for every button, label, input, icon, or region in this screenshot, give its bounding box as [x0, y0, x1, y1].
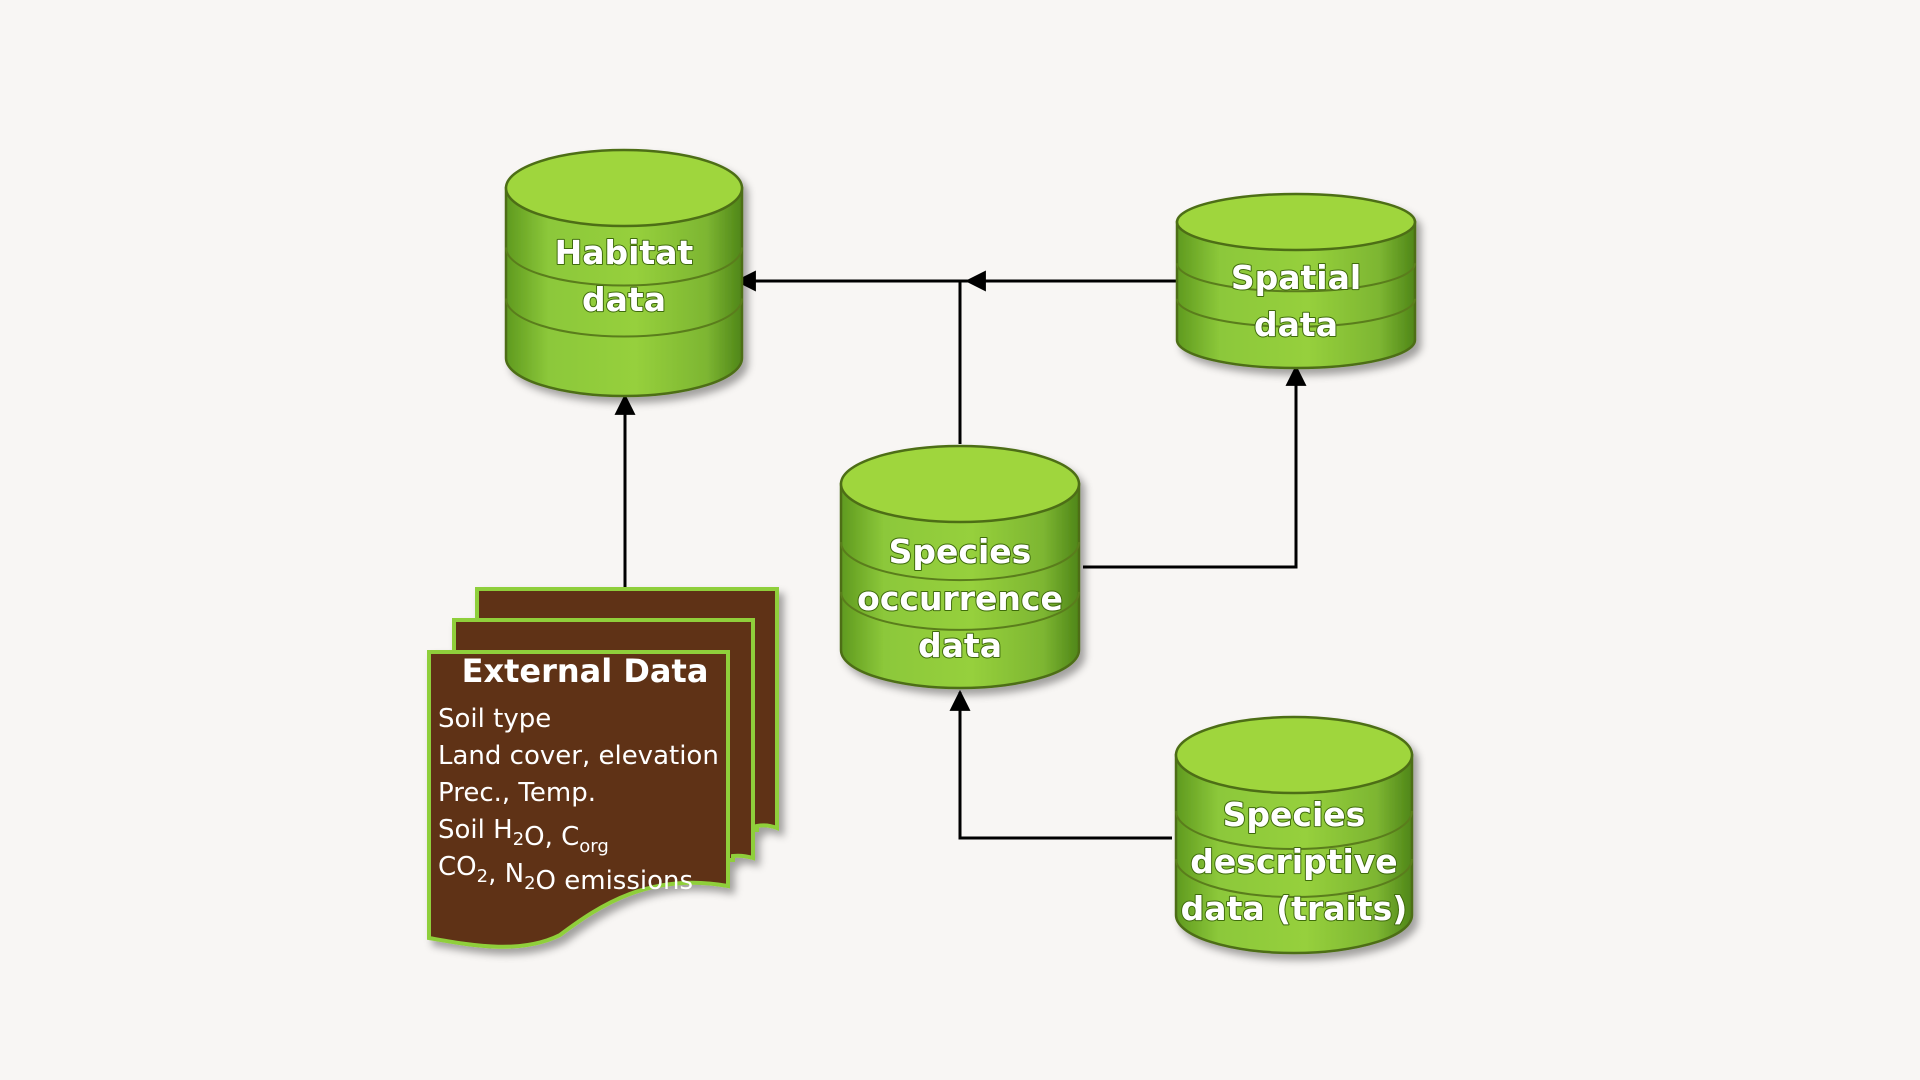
external-data-item: Soil type — [438, 704, 551, 734]
database-label-line: data — [918, 626, 1002, 665]
connectors — [614, 270, 1307, 840]
cylinder-band — [1175, 810, 1413, 850]
cylinder-body — [1175, 220, 1417, 370]
external-data-document-stack — [427, 587, 779, 949]
database-label-line: Spatial — [1231, 258, 1361, 297]
database-occurrence-label: Species occurrence data — [857, 532, 1063, 665]
external-data-item: Soil H2O, Corg — [438, 815, 609, 857]
cylinder-top — [504, 148, 744, 228]
database-label-line: data (traits) — [1181, 889, 1408, 928]
cylinder-band — [505, 298, 743, 338]
external-data-item: Land cover, elevation — [438, 741, 719, 771]
document-page-front — [427, 650, 730, 949]
arrow-occurrence-to-spatial — [1083, 364, 1307, 569]
database-label-line: Species — [889, 532, 1032, 571]
database-cylinders — [504, 148, 1417, 955]
cylinder-top — [1175, 192, 1417, 252]
database-label-line: descriptive — [1190, 842, 1397, 881]
external-data-item: Prec., Temp. — [438, 778, 596, 808]
cylinder-band — [1176, 298, 1416, 328]
cylinder-top — [1174, 715, 1414, 795]
cylinder-body — [1174, 753, 1414, 955]
cylinder-body — [504, 186, 744, 398]
cylinder-band — [840, 591, 1080, 631]
database-spatial-label: Spatial data — [1231, 258, 1361, 344]
cylinder-top — [839, 444, 1081, 524]
cylinder-band — [840, 542, 1080, 582]
database-label-line: occurrence — [857, 579, 1063, 618]
arrow-descriptive-to-occurrence — [949, 689, 1172, 840]
database-descriptive-cylinder — [1174, 715, 1414, 955]
cylinder-band — [1175, 858, 1413, 898]
database-label-line: Habitat — [555, 233, 694, 272]
database-spatial-cylinder — [1175, 192, 1417, 370]
database-occurrence-cylinder — [839, 444, 1081, 690]
cylinder-body — [839, 482, 1081, 690]
database-habitat-label: Habitat data — [555, 233, 694, 319]
database-descriptive-label: Species descriptive data (traits) — [1181, 795, 1408, 928]
database-habitat-cylinder — [504, 148, 744, 398]
external-data-item: CO2, N2O emissions — [438, 852, 693, 896]
cylinder-band — [1176, 263, 1416, 293]
database-label-line: data — [1254, 305, 1338, 344]
cylinder-band — [505, 247, 743, 287]
external-data-title: External Data — [462, 652, 709, 690]
database-label-line: data — [582, 280, 666, 319]
database-label-line: Species — [1223, 795, 1366, 834]
